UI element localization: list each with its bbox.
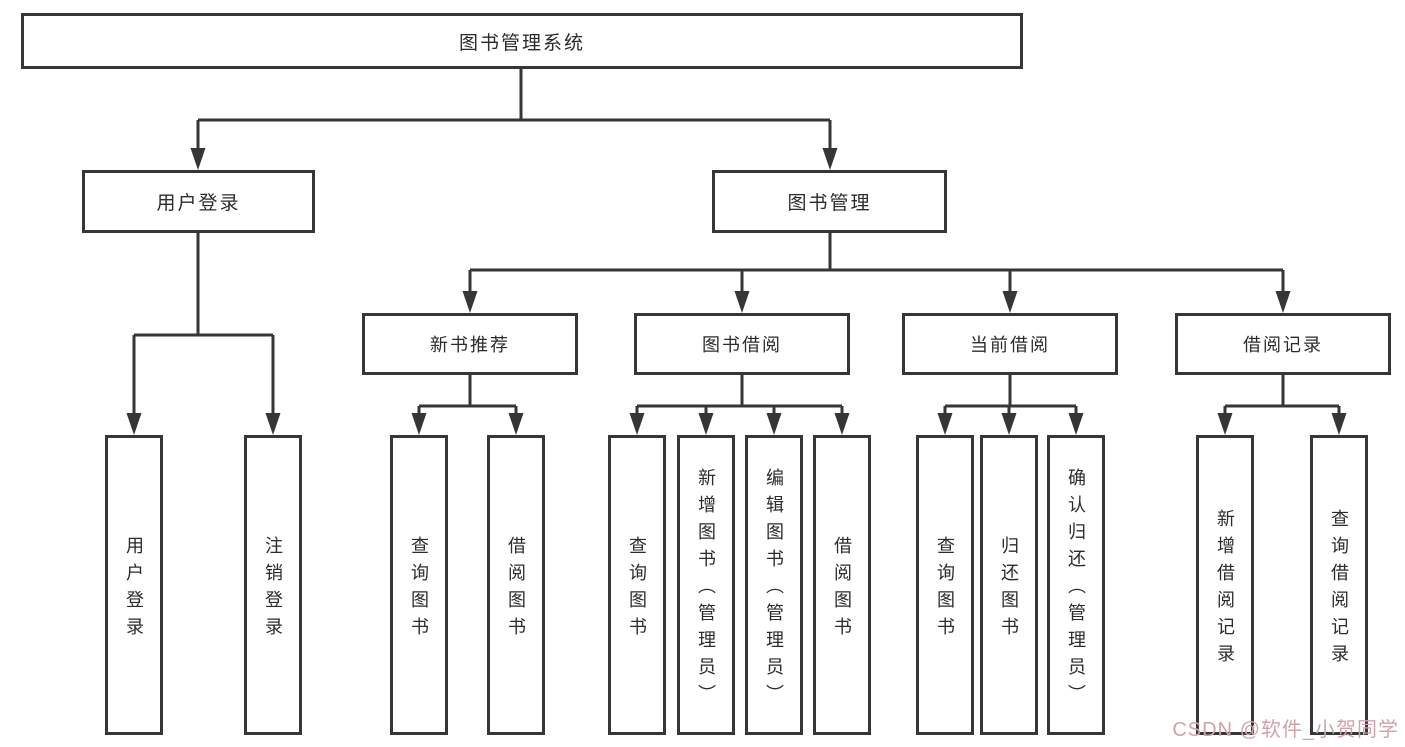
leaf-current-confirm-return-admin: 确认归还（管理员） xyxy=(1047,435,1105,735)
node-book-borrow: 图书借阅 xyxy=(634,313,850,375)
leaf-recommend-query-books: 查询图书 xyxy=(390,435,448,735)
arrowheads xyxy=(126,148,1347,435)
leaf-borrow-query-books: 查询图书 xyxy=(608,435,666,735)
leaf-user-login: 用户登录 xyxy=(105,435,163,735)
node-borrow-records: 借阅记录 xyxy=(1175,313,1391,375)
csdn-watermark: CSDN @软件_小贺同学 xyxy=(1172,719,1399,741)
leaf-borrow-borrow-books: 借阅图书 xyxy=(813,435,871,735)
leaf-recommend-borrow-books: 借阅图书 xyxy=(487,435,545,735)
leaf-current-return-books: 归还图书 xyxy=(980,435,1038,735)
node-book-management: 图书管理 xyxy=(712,170,947,233)
leaf-borrow-add-books-admin: 新增图书（管理员） xyxy=(677,435,735,735)
node-user-login: 用户登录 xyxy=(82,170,315,233)
node-root-system: 图书管理系统 xyxy=(21,13,1023,69)
leaf-records-query-record: 查询借阅记录 xyxy=(1310,435,1368,735)
leaf-records-add-record: 新增借阅记录 xyxy=(1196,435,1254,735)
node-current-borrow: 当前借阅 xyxy=(902,313,1118,375)
leaf-current-query-books: 查询图书 xyxy=(916,435,974,735)
node-new-book-recommend: 新书推荐 xyxy=(362,313,578,375)
leaf-logout: 注销登录 xyxy=(244,435,302,735)
leaf-borrow-edit-books-admin: 编辑图书（管理员） xyxy=(745,435,803,735)
